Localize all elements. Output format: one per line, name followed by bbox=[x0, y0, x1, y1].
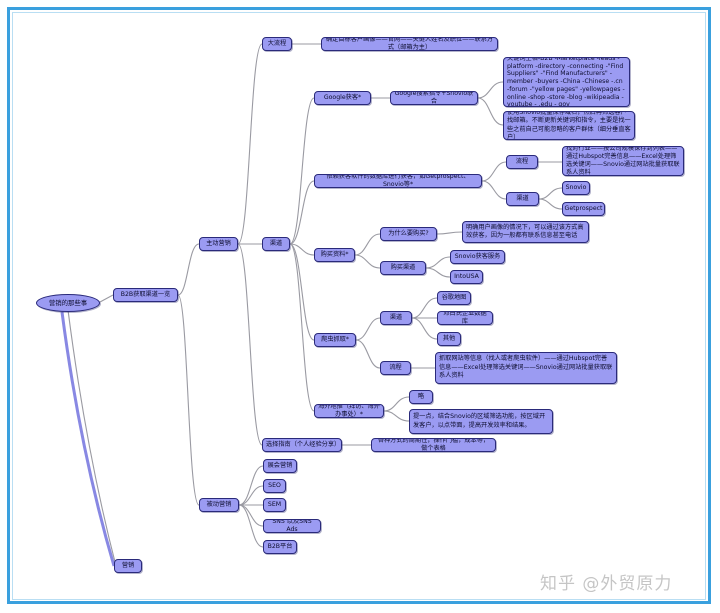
overseas-node[interactable]: 海外地推（拜访、海外办事处）* bbox=[314, 404, 384, 418]
link-b2b-active bbox=[177, 243, 200, 296]
link-channels-buy bbox=[289, 243, 315, 256]
link-root-b2b bbox=[99, 294, 114, 303]
link-b2b-passive bbox=[177, 294, 200, 506]
sns-node[interactable]: SNS 以及SNS Ads bbox=[263, 519, 321, 533]
crawl-flow-detail-node[interactable]: 抓取网站等信息（找人或者爬虫软件）——通过Hubspot完善信息——Excel处… bbox=[435, 352, 617, 384]
software-node[interactable]: 依赖获客软件的数据库进行获客，如Getprospect、Snovio等* bbox=[314, 174, 482, 188]
root-node[interactable]: 营销的那些事 bbox=[36, 294, 100, 312]
google-node[interactable]: Google获客* bbox=[314, 91, 371, 105]
link-channel-snovio bbox=[538, 187, 563, 200]
overseas-tip-node[interactable]: 提一点，结合Snovio的区域筛选功能，按区域开发客户，以点带面，提高开发效率和… bbox=[409, 409, 553, 434]
link-channel-getprospect bbox=[538, 198, 563, 210]
link-software-channel bbox=[481, 180, 507, 200]
snovio-service-node[interactable]: Snovio获客服务 bbox=[450, 250, 505, 264]
link-crawl-flow bbox=[355, 339, 381, 369]
snovio-note-node[interactable]: 使用Snovio批量保存域名，然后再筛选客户找邮箱。不断更新关键词和指令，主要是… bbox=[503, 111, 635, 140]
software-flow-detail-node[interactable]: 找对行业——按公司规模保存到列表——通过Hubspot完善信息——Excel处理… bbox=[562, 146, 684, 176]
link-software-flow bbox=[481, 161, 507, 182]
buy-channel-node[interactable]: 购买渠道 bbox=[380, 261, 426, 275]
google-map-node[interactable]: 谷歌地图 bbox=[437, 291, 471, 305]
link-active-selection bbox=[237, 243, 263, 446]
marketing-node[interactable]: 营销 bbox=[114, 559, 142, 573]
google-search-node[interactable]: Google搜索指令+Snovio联合 bbox=[390, 91, 478, 105]
link-buy-why bbox=[354, 233, 381, 256]
sem-node[interactable]: SEM bbox=[263, 498, 286, 512]
link-channel-intousa bbox=[425, 267, 451, 278]
process-detail-node[interactable]: 确定目标客户画像——官网——关键人姓名及职位——联系方式（邮箱为主） bbox=[321, 37, 498, 51]
process-node[interactable]: 大流程 bbox=[262, 37, 292, 51]
link-why-detail bbox=[436, 231, 463, 235]
link-passive-exhibition bbox=[238, 465, 264, 506]
link-passive-seo bbox=[238, 485, 264, 506]
selection-guide-node[interactable]: 选择指南（个人经验分享） bbox=[262, 438, 342, 452]
link-cchan-other bbox=[411, 317, 438, 340]
link-crawl-channel bbox=[355, 317, 381, 341]
link-channels-crawl bbox=[289, 243, 315, 341]
channels-node[interactable]: 渠道 bbox=[262, 237, 290, 251]
link-overseas-b bbox=[383, 410, 410, 422]
link-overseas-a bbox=[383, 396, 410, 412]
active-marketing-node[interactable]: 主动营销 bbox=[199, 237, 238, 251]
link-search-keywords bbox=[477, 81, 504, 99]
intousa-node[interactable]: IntoUSA bbox=[450, 270, 483, 284]
link-channels-software bbox=[289, 180, 315, 245]
crawl-node[interactable]: 爬虫抓取* bbox=[314, 333, 356, 347]
software-channel-node[interactable]: 渠道 bbox=[506, 192, 539, 206]
link-channel-snovio-service bbox=[425, 256, 451, 269]
exhibition-node[interactable]: 展会营销 bbox=[263, 459, 297, 473]
link-search-note bbox=[477, 97, 504, 126]
trunk-root-marketing bbox=[60, 311, 116, 567]
snovio-node[interactable]: Snovio bbox=[562, 181, 590, 195]
link-active-process bbox=[237, 43, 263, 245]
b2b-channels-node[interactable]: B2B获取渠道一览 bbox=[113, 288, 178, 302]
link-cchan-map bbox=[411, 297, 438, 319]
software-flow-node[interactable]: 流程 bbox=[506, 155, 538, 169]
link-passive-sns bbox=[238, 504, 264, 527]
why-buy-detail-node[interactable]: 明确用户画像的情况下，可以通过该方式高效获客，因为一般都有联系信息甚至电话 bbox=[462, 221, 589, 243]
link-buy-channel bbox=[354, 254, 381, 269]
buy-data-node[interactable]: 购买资料* bbox=[314, 248, 355, 262]
selection-detail-node[interactable]: 各种方式的周期性，操作门槛，成本等，做个表格 bbox=[371, 438, 496, 452]
watermark: 知乎 @外贸原力 bbox=[540, 574, 673, 594]
link-channels-google bbox=[289, 97, 315, 245]
why-buy-node[interactable]: 为什么要购买? bbox=[380, 227, 437, 241]
crawl-channel-node[interactable]: 渠道 bbox=[380, 311, 412, 325]
link-passive-b2bplatform bbox=[238, 504, 264, 548]
seo-node[interactable]: SEO bbox=[263, 479, 286, 493]
dnb-database-node[interactable]: 邓白氏企业数据库 bbox=[437, 311, 493, 325]
other-node[interactable]: 其他 bbox=[437, 332, 461, 346]
b2b-platform-node[interactable]: B2B平台 bbox=[263, 540, 297, 554]
inner-frame bbox=[12, 12, 706, 600]
overseas-omit-node[interactable]: 略 bbox=[409, 390, 433, 404]
link-root-marketing bbox=[67, 309, 117, 567]
getprospect-node[interactable]: Getprospect bbox=[562, 202, 605, 216]
keywords-node[interactable]: 关键词空格-B2B -Marketplace -leads -platform … bbox=[503, 57, 630, 107]
crawl-flow-node[interactable]: 流程 bbox=[380, 361, 411, 375]
passive-marketing-node[interactable]: 被动营销 bbox=[199, 498, 239, 512]
link-channels-overseas bbox=[289, 243, 315, 412]
